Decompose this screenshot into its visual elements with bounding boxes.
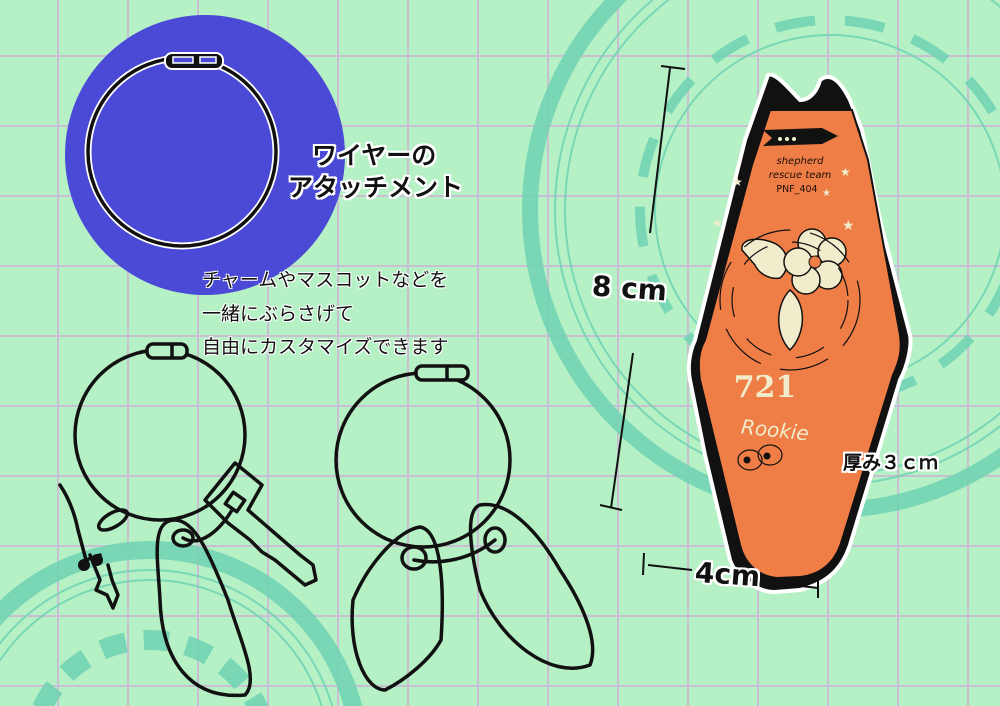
callout-title-line2: アタッチメント [288,173,464,202]
tag-label-line1: shepherd [776,156,824,167]
height-dimension-label: 8 cm [590,269,669,308]
description-line1: チャームやマスコットなどを [202,269,449,291]
description-line2: 一緒にぶらさげて [202,303,355,325]
width-dimension-label: 4cm [693,555,762,594]
tag-artwork [741,228,847,352]
svg-text:★: ★ [840,165,851,179]
svg-text:★: ★ [732,175,743,189]
svg-text:★: ★ [712,216,723,230]
svg-text:★: ★ [842,218,855,234]
tag-label-line3: PNF_404 [776,184,818,195]
thickness-label: 厚み３ｃｍ [843,452,939,474]
accent-circle [65,15,345,295]
callout-title-line1: ワイヤーの [312,141,437,170]
description-line3: 自由にカスタマイズできます [202,336,449,358]
svg-text:★: ★ [822,188,831,199]
tag-label-line2: rescue team [768,170,832,181]
tag-number: 721 [733,370,797,405]
